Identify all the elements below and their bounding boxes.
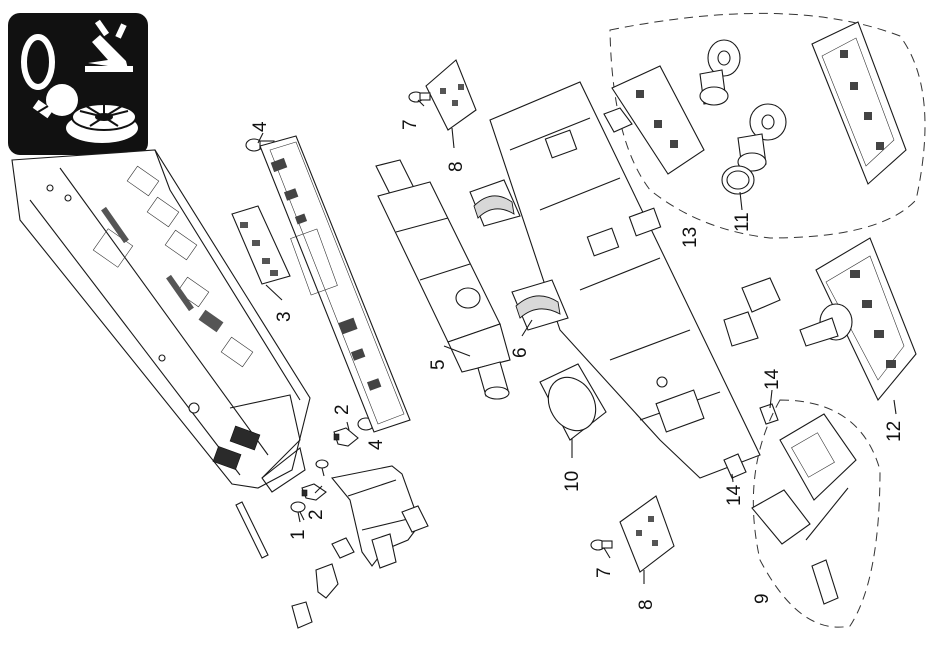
part-label-14b: 14 [724,484,745,506]
screw-part-7b [591,540,612,550]
part-label-6: 6 [510,347,531,358]
screw-part-extra [316,460,328,476]
chassis-frame [490,82,760,478]
bogie-exploded-group [604,13,925,238]
contact-part-b [724,312,758,346]
pilot-group [752,400,880,627]
part-label-4b: 4 [366,439,387,450]
bogie-front [800,238,916,400]
circuit-board-sub [232,206,290,284]
part-label-9: 9 [752,593,773,604]
part-label-3: 3 [274,311,295,322]
part-label-8a: 8 [446,161,467,172]
screw-part-7a [409,92,430,102]
part-label-1: 1 [288,529,309,540]
speaker [539,364,606,440]
clip-part-2b [334,428,358,446]
locomotive-body-shell [12,150,310,492]
part-label-2a: 2 [332,404,353,415]
header-icon-badge [8,13,148,155]
part-label-11: 11 [732,212,753,232]
part-label-10: 10 [562,471,583,492]
part-label-7a: 7 [400,119,421,130]
light-board-rear [426,60,476,130]
wheelset-upper [700,40,740,105]
contact-part-a [742,278,780,312]
part-label-14a: 14 [762,368,783,390]
light-board-front [620,496,674,572]
part-label-4a: 4 [250,121,271,132]
clip-part-2a [302,484,326,500]
wheel-icon [66,104,138,143]
wheelset-lower [738,104,786,171]
lamp-rod [236,502,268,558]
part-label-7b: 7 [594,567,615,578]
traction-tire [722,166,754,194]
part-label-2b: 2 [306,509,327,520]
part-label-8b: 8 [636,599,657,610]
part-label-12: 12 [884,421,905,442]
part-label-13: 13 [680,227,701,248]
part-label-5: 5 [428,359,449,370]
clip-part-14a [760,404,778,424]
